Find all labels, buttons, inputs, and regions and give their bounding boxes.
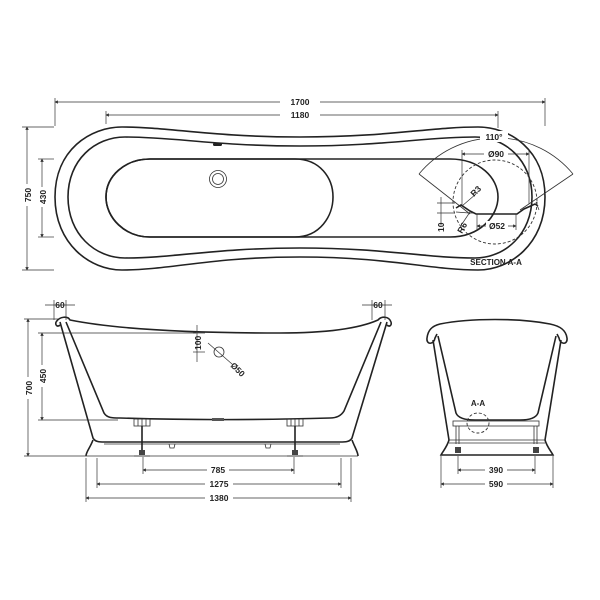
section-marker: A-A <box>471 399 485 408</box>
overflow-icon <box>213 346 225 358</box>
dim-rim-right: 60 <box>373 300 383 310</box>
leg-right <box>286 418 304 457</box>
dim-end-leg-spacing: 390 <box>489 465 503 475</box>
dim-overall-width: 750 <box>23 188 33 202</box>
overflow-slot-icon <box>213 143 222 146</box>
dim-rim-left: 60 <box>55 300 65 310</box>
plan-view: 1700 1180 750 430 <box>21 96 546 271</box>
dim-overall-length: 1700 <box>291 97 310 107</box>
leg-left <box>133 418 151 457</box>
dim-radius-large: R6 <box>455 220 469 235</box>
dim-leg-spacing: 785 <box>211 465 225 475</box>
section-title: SECTION A-A <box>470 258 522 267</box>
dim-radius-small: R3 <box>468 183 483 198</box>
dim-overall-height: 700 <box>24 381 34 395</box>
side-view: Ø50 100 60 60 700 450 785 <box>22 300 392 503</box>
section-a-a-detail: 110° Ø90 Ø52 R3 R6 10 SECTION A-A <box>418 131 574 267</box>
end-view: A-A 390 590 <box>426 318 568 489</box>
dim-inner-depth: 450 <box>38 369 48 383</box>
dim-base-length: 1275 <box>210 479 229 489</box>
dim-outer-diameter: Ø90 <box>488 149 504 159</box>
dim-height: 10 <box>436 222 446 232</box>
dim-angle: 110° <box>485 132 503 142</box>
dim-inner-width: 430 <box>38 190 48 204</box>
dim-end-base-width: 590 <box>489 479 503 489</box>
dim-inner-diameter: Ø52 <box>489 221 505 231</box>
dim-overflow-offset: 100 <box>193 336 203 350</box>
drain-icon <box>209 170 227 188</box>
dim-overall-base: 1380 <box>210 493 229 503</box>
dim-inner-length: 1180 <box>291 110 310 120</box>
